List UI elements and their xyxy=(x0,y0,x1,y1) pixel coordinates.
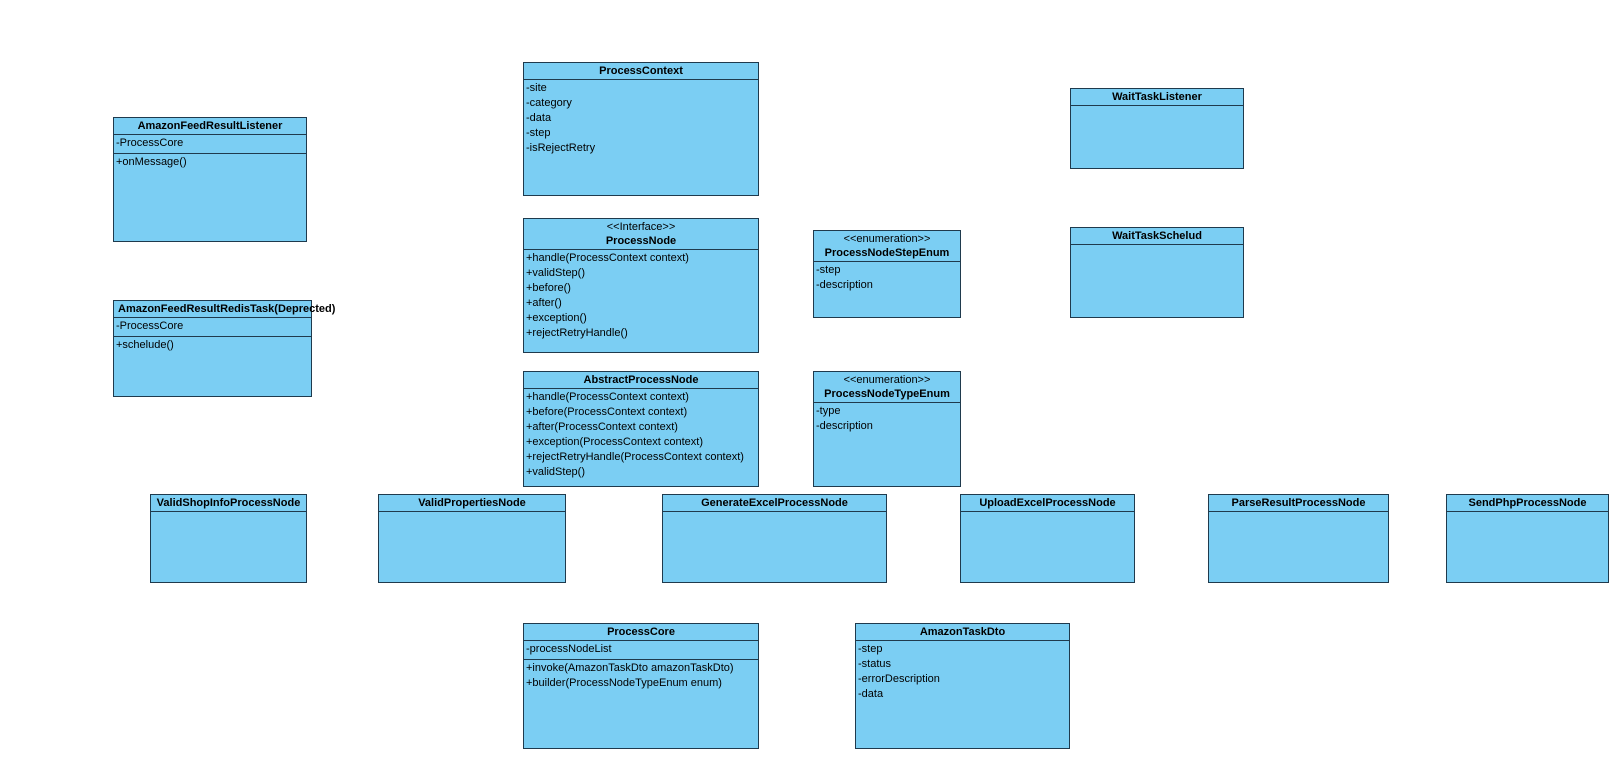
attribute: -data xyxy=(858,688,884,700)
attribute: -ProcessCore xyxy=(116,137,184,149)
attribute: -isRejectRetry xyxy=(526,142,596,154)
class-generate-excel-process-node[interactable]: GenerateExcelProcessNode xyxy=(662,494,887,583)
class-process-context[interactable]: ProcessContext -site -category -data -step -i… xyxy=(523,62,759,196)
attribute: -site xyxy=(526,82,547,94)
class-header: AmazonFeedResultListener xyxy=(114,118,306,135)
class-header: AmazonTaskDto xyxy=(856,624,1069,641)
class-name: SendPhpProcessNode xyxy=(1468,497,1587,509)
class-name: AmazonFeedResultListener xyxy=(137,120,283,132)
class-stereotype: <<enumeration>> xyxy=(843,374,931,386)
class-amazon-feed-result-listener[interactable]: AmazonFeedResultListener -ProcessCore +onM… xyxy=(113,117,307,242)
class-valid-properties-node[interactable]: ValidPropertiesNode xyxy=(378,494,566,583)
class-name: ProcessNodeTypeEnum xyxy=(824,388,950,400)
class-amazon-task-dto[interactable]: AmazonTaskDto -step -status -errorDescripti… xyxy=(855,623,1070,749)
class-name: AmazonTaskDto xyxy=(919,626,1006,638)
attribute: -errorDescription xyxy=(858,673,940,685)
class-process-core[interactable]: ProcessCore -processNodeList +invoke(Amazo… xyxy=(523,623,759,749)
class-name: ProcessNode xyxy=(605,235,677,247)
class-header: ParseResultProcessNode xyxy=(1209,495,1388,512)
operations-section: +schelude() xyxy=(114,337,311,355)
class-header: ProcessCore xyxy=(524,624,758,641)
attributes-section: -type -description xyxy=(814,403,960,436)
class-process-node-step-enum[interactable]: <<enumeration>>ProcessNodeStepEnum-step-… xyxy=(813,230,961,318)
class-parse-result-process-node[interactable]: ParseResultProcessNode xyxy=(1208,494,1389,583)
operation: +onMessage() xyxy=(116,156,187,168)
operation: +before(ProcessContext context) xyxy=(526,406,688,418)
attribute: -data xyxy=(526,112,552,124)
class-header: WaitTaskListener xyxy=(1071,89,1243,106)
class-name: WaitTaskSchelud xyxy=(1112,230,1202,242)
attribute: -processNodeList xyxy=(526,643,612,655)
attribute: -step xyxy=(526,127,551,139)
class-name: ValidShopInfoProcessNode xyxy=(156,497,301,509)
attributes-section: -step -description xyxy=(814,262,960,295)
class-name: UploadExcelProcessNode xyxy=(979,497,1116,509)
attributes-section: -ProcessCore xyxy=(114,318,311,337)
class-header: WaitTaskSchelud xyxy=(1071,228,1243,245)
class-header: AmazonFeedResultRedisTask(Deprected) xyxy=(114,301,336,318)
class-stereotype: <<enumeration>> xyxy=(843,233,931,245)
attributes-section: -ProcessCore xyxy=(114,135,306,154)
operations-section: +handle(ProcessContext context) +before(P… xyxy=(524,389,758,482)
class-header: <<enumeration>> ProcessNodeTypeEnum xyxy=(814,372,960,403)
class-process-node-type-enum[interactable]: <<enumeration>>ProcessNodeTypeEnum-type-… xyxy=(813,371,961,487)
class-name: ProcessNodeStepEnum xyxy=(824,247,950,259)
attribute: -step xyxy=(858,643,883,655)
attributes-section: -step -status -errorDescription -data xyxy=(856,641,1069,704)
class-name: ValidPropertiesNode xyxy=(418,497,526,509)
class-name: AbstractProcessNode xyxy=(583,374,699,386)
attribute: -status xyxy=(858,658,892,670)
class-send-php-process-node[interactable]: SendPhpProcessNode xyxy=(1446,494,1609,583)
class-wait-task-schelud[interactable]: WaitTaskSchelud xyxy=(1070,227,1244,318)
operation: +before() xyxy=(526,282,571,294)
class-header: ValidPropertiesNode xyxy=(379,495,565,512)
class-name: ParseResultProcessNode xyxy=(1231,497,1366,509)
operation: +exception(ProcessContext context) xyxy=(526,436,704,448)
operation: +validStep() xyxy=(526,466,586,478)
operation: +after(ProcessContext context) xyxy=(526,421,678,433)
operations-section: +invoke(AmazonTaskDto amazonTaskDto) +bui… xyxy=(524,660,758,693)
class-name: AmazonFeedResultRedisTask(Deprected) xyxy=(118,303,336,315)
attribute: -ProcessCore xyxy=(116,320,184,332)
attributes-section: -processNodeList xyxy=(524,641,758,660)
operation: +after() xyxy=(526,297,562,309)
class-abstract-process-node[interactable]: AbstractProcessNode +handle(ProcessContex… xyxy=(523,371,759,487)
attribute: -step xyxy=(816,264,841,276)
class-upload-excel-process-node[interactable]: UploadExcelProcessNode xyxy=(960,494,1135,583)
attribute: -description xyxy=(816,420,873,432)
class-header: GenerateExcelProcessNode xyxy=(663,495,886,512)
class-valid-shop-info-process-node[interactable]: ValidShopInfoProcessNode xyxy=(150,494,307,583)
class-amazon-feed-result-redis-task[interactable]: AmazonFeedResultRedisTask(Deprected) -Pro… xyxy=(113,300,336,397)
class-wait-task-listener[interactable]: WaitTaskListener xyxy=(1070,88,1244,169)
operation: +invoke(AmazonTaskDto amazonTaskDto) xyxy=(526,662,734,674)
attribute: -type xyxy=(816,405,841,417)
class-header: UploadExcelProcessNode xyxy=(961,495,1134,512)
class-header: <<enumeration>> ProcessNodeStepEnum xyxy=(814,231,960,262)
class-header: <<Interface>> ProcessNode xyxy=(524,219,758,250)
operation: +builder(ProcessNodeTypeEnum enum) xyxy=(526,677,722,689)
class-header: SendPhpProcessNode xyxy=(1447,495,1608,512)
operation: +rejectRetryHandle(ProcessContext contex… xyxy=(526,451,744,463)
operation: +schelude() xyxy=(116,339,174,351)
class-header: AbstractProcessNode xyxy=(524,372,758,389)
class-name: GenerateExcelProcessNode xyxy=(701,497,848,509)
operation: +rejectRetryHandle() xyxy=(526,327,628,339)
class-stereotype: <<Interface>> xyxy=(606,221,676,233)
operations-section: +onMessage() xyxy=(114,154,306,172)
class-process-node[interactable]: <<Interface>> ProcessNode +handle(ProcessC… xyxy=(523,218,759,353)
attributes-section: -site -category -data -step -isRejectRetry xyxy=(524,80,758,158)
operation: +validStep() xyxy=(526,267,586,279)
operation: +handle(ProcessContext context) xyxy=(526,391,689,403)
attribute: -description xyxy=(816,279,873,291)
class-name: ProcessContext xyxy=(599,65,683,77)
operations-section: +handle(ProcessContext context) +validSte… xyxy=(524,250,758,343)
operation: +handle(ProcessContext context) xyxy=(526,252,689,264)
attribute: -category xyxy=(526,97,572,109)
class-header: ValidShopInfoProcessNode xyxy=(151,495,306,512)
class-header: ProcessContext xyxy=(524,63,758,80)
operation: +exception() xyxy=(526,312,587,324)
class-name: WaitTaskListener xyxy=(1112,91,1202,103)
class-name: ProcessCore xyxy=(607,626,675,638)
